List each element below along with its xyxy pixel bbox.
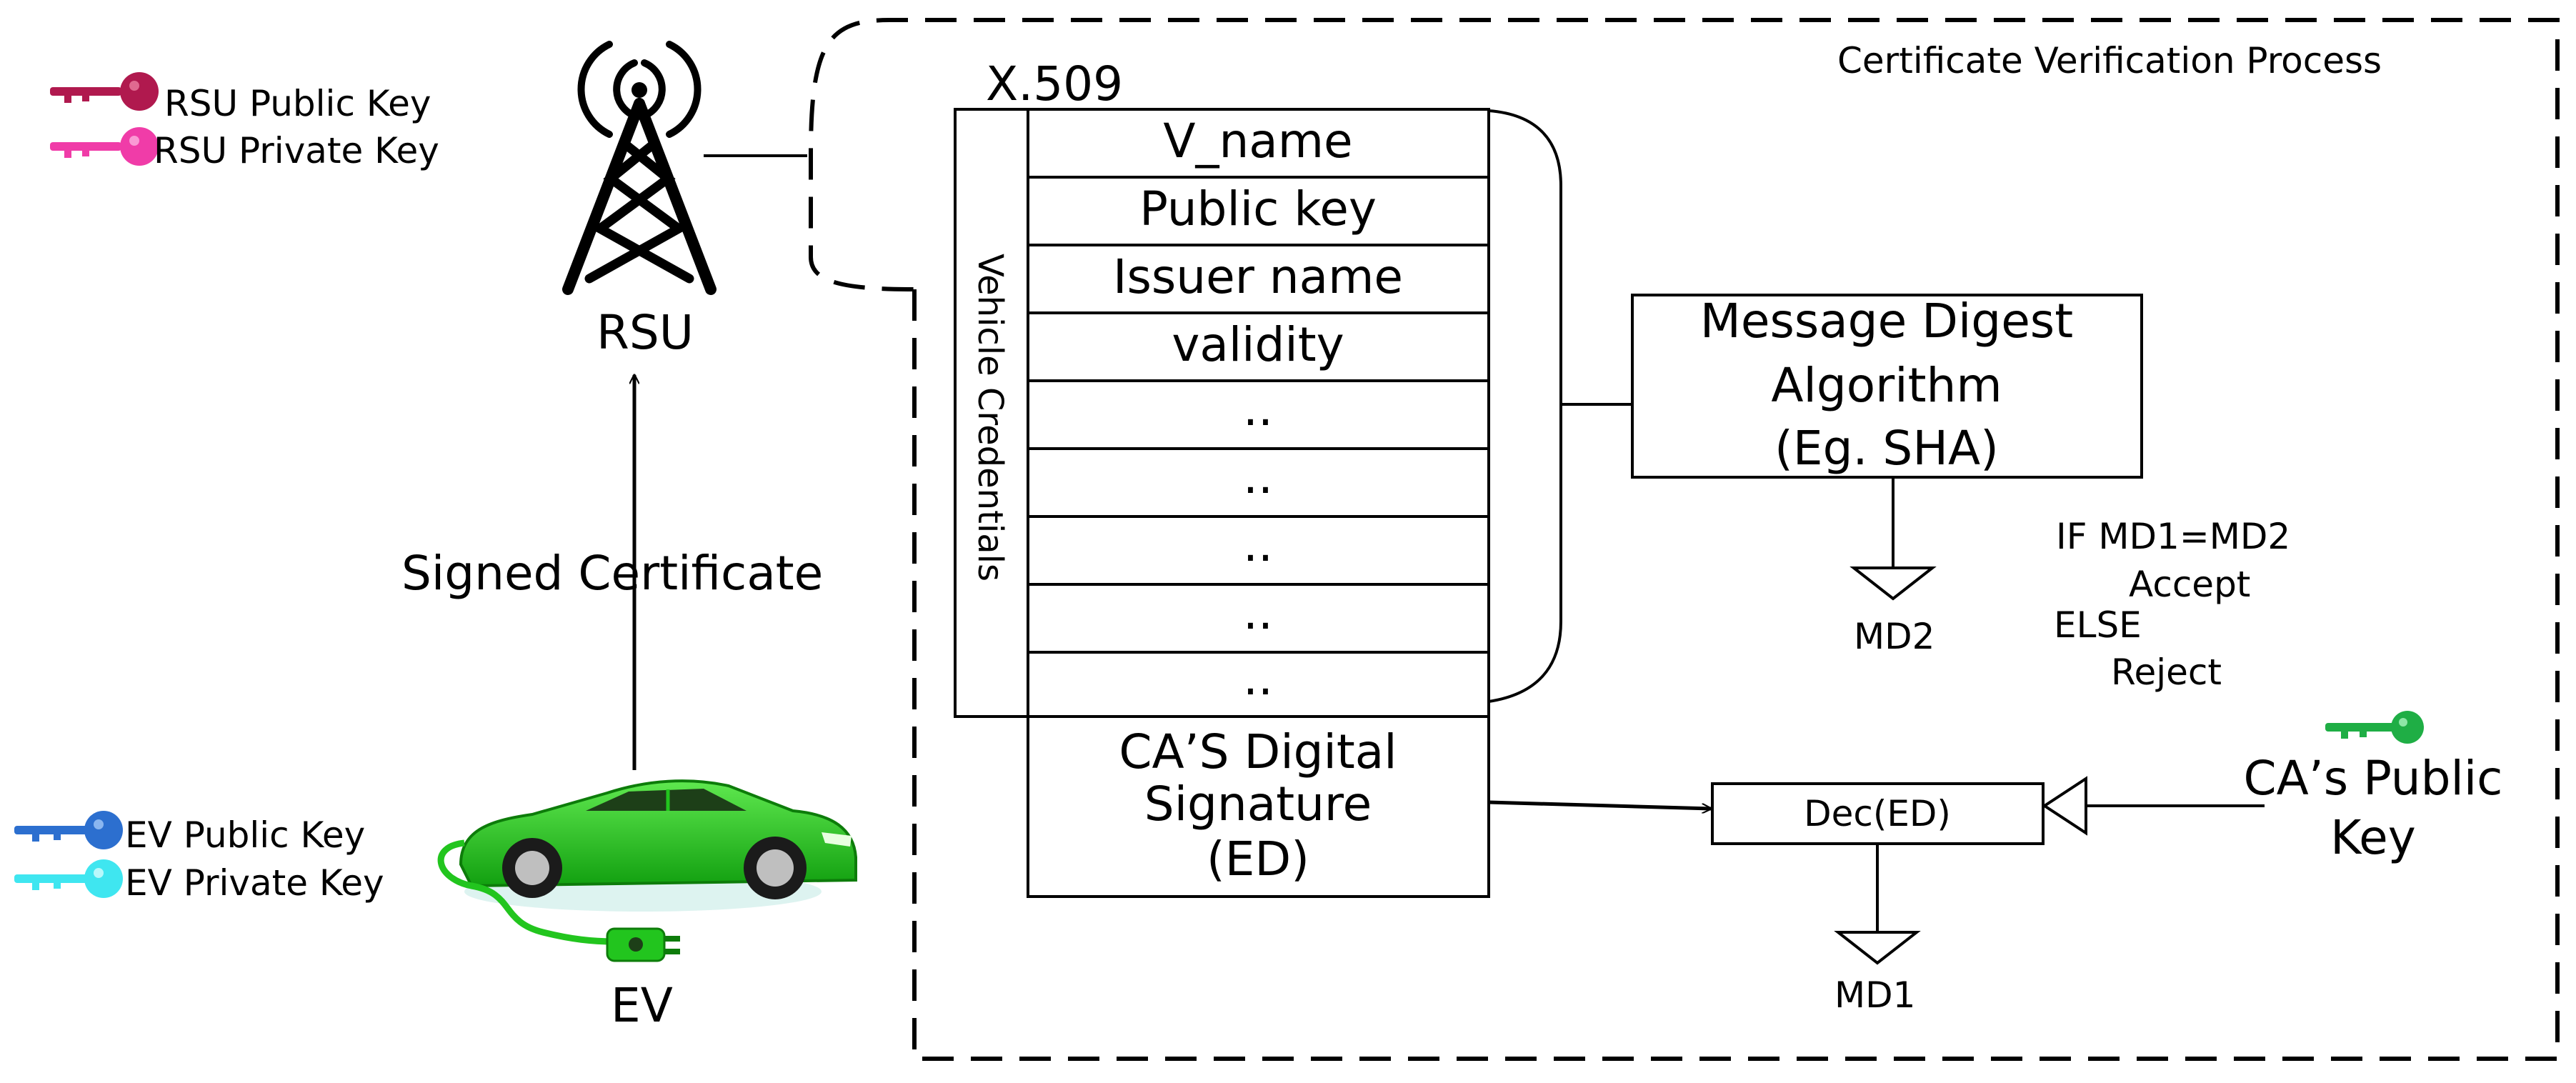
md2-label: MD2 xyxy=(1854,616,1935,657)
vehicle-credentials-label: Vehicle Credentials xyxy=(970,254,1010,582)
certificate-field-row: .. xyxy=(1027,515,1490,586)
svg-text:..: .. xyxy=(1243,381,1273,436)
ev-label: EV xyxy=(611,978,673,1033)
svg-text:(ED): (ED) xyxy=(1207,832,1309,887)
key-icon xyxy=(50,127,159,166)
process-boundary xyxy=(809,18,2560,1061)
svg-text:Reject: Reject xyxy=(2111,652,2222,693)
vehicle-credentials-column xyxy=(954,108,1029,718)
svg-text:validity: validity xyxy=(1172,317,1344,372)
svg-text:..: .. xyxy=(1243,585,1273,640)
rsu-private-key-label: RSU Private Key xyxy=(154,130,439,171)
ev-private-key-legend: EV Private Key xyxy=(14,859,384,904)
key-icon xyxy=(14,811,123,849)
svg-text:V_name: V_name xyxy=(1163,114,1352,169)
x509-title: X.509 xyxy=(986,56,1123,111)
plug-icon xyxy=(606,927,680,962)
svg-text:ELSE: ELSE xyxy=(2054,604,2142,646)
svg-text:IF MD1=MD2: IF MD1=MD2 xyxy=(2056,516,2290,557)
certificate-field-row: .. xyxy=(1027,447,1490,518)
fields-brace xyxy=(1488,109,1562,703)
svg-text:Key: Key xyxy=(2330,810,2416,865)
rsu-private-key-legend: RSU Private Key xyxy=(50,127,439,171)
signature-to-dec-arrow xyxy=(1488,800,1711,809)
svg-text:Algorithm: Algorithm xyxy=(1771,358,2002,413)
certificate-field-row: .. xyxy=(1027,379,1490,450)
ca-digital-signature-box: CA’S Digital Signature (ED) xyxy=(1027,715,1490,898)
svg-text:Message Digest: Message Digest xyxy=(1700,294,2073,349)
svg-text:Signature: Signature xyxy=(1144,777,1372,832)
ev-public-key-legend: EV Public Key xyxy=(14,811,365,856)
certificate-field-row: Issuer name xyxy=(1027,244,1490,314)
certificate-fields: V_name Public key Issuer name validity .… xyxy=(1027,108,1490,718)
key-icon xyxy=(50,72,159,111)
svg-text:CA’S Digital: CA’S Digital xyxy=(1119,724,1397,779)
ev-public-key-label: EV Public Key xyxy=(125,814,365,856)
ca-key-to-dec-connector xyxy=(2042,776,2265,836)
key-icon xyxy=(2325,711,2424,744)
key-icon xyxy=(14,859,123,898)
svg-text:(Eg. SHA): (Eg. SHA) xyxy=(1774,421,1999,476)
svg-text:..: .. xyxy=(1243,449,1273,504)
message-digest-box: Message Digest Algorithm (Eg. SHA) xyxy=(1631,294,2143,479)
svg-text:..: .. xyxy=(1243,651,1273,706)
dec-ed-box: Dec(ED) xyxy=(1711,782,2045,845)
certificate-field-row: .. xyxy=(1027,651,1490,718)
signed-certificate-label: Signed Certificate xyxy=(401,546,823,601)
certificate-field-row: .. xyxy=(1027,583,1490,654)
decision-rule: IF MD1=MD2 Accept ELSE Reject xyxy=(2054,516,2290,693)
svg-text:..: .. xyxy=(1243,517,1273,572)
svg-text:CA’s Public: CA’s Public xyxy=(2244,751,2503,806)
certificate-field-row: Public key xyxy=(1027,176,1490,246)
rsu-public-key-label: RSU Public Key xyxy=(164,83,431,124)
md1-label: MD1 xyxy=(1834,974,1915,1016)
ca-public-key: CA’s Public Key xyxy=(2244,711,2503,865)
rsu-label: RSU xyxy=(596,305,694,360)
svg-text:Accept: Accept xyxy=(2129,564,2250,605)
md1-output: MD1 xyxy=(1834,844,1921,1016)
svg-text:Issuer name: Issuer name xyxy=(1113,249,1403,304)
car-icon xyxy=(437,779,857,945)
process-title: Certificate Verification Process xyxy=(1837,40,2382,81)
certificate-field-row: validity xyxy=(1027,311,1490,382)
md2-output: MD2 xyxy=(1849,477,1937,657)
ev-private-key-label: EV Private Key xyxy=(125,862,384,904)
svg-text:Dec(ED): Dec(ED) xyxy=(1804,793,1951,834)
certificate-field-row: V_name xyxy=(1027,108,1490,179)
rsu-public-key-legend: RSU Public Key xyxy=(50,72,431,124)
tower-icon xyxy=(562,41,717,295)
svg-text:Public key: Public key xyxy=(1139,181,1377,236)
